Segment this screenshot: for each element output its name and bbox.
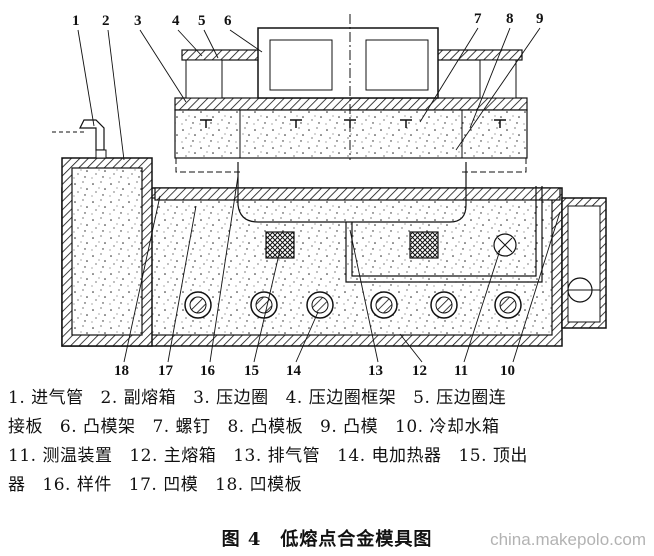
figure-caption: 图 4 低熔点合金模具图 [221, 529, 433, 550]
part-number-4: 4 [172, 13, 180, 29]
part-number-1: 1 [72, 13, 80, 29]
legend-line: 1. 进气管 2. 副熔箱 3. 压边圈 4. 压边圈框架 5. 压边圈连 [8, 384, 648, 413]
legend-item: 4. 压边圈框架 [285, 388, 397, 408]
legend-item: 6. 凸模架 [59, 417, 136, 437]
legend: 1. 进气管 2. 副熔箱 3. 压边圈 4. 压边圈框架 5. 压边圈连 接板… [8, 384, 648, 500]
legend-item: 12. 主熔箱 [129, 446, 217, 466]
legend-item: 器 [8, 475, 26, 495]
legend-item: 接板 [8, 417, 43, 437]
part-number-5: 5 [198, 13, 206, 29]
part-number-14: 14 [286, 363, 301, 379]
part-number-11: 11 [454, 363, 469, 379]
legend-item: 8. 凸模板 [227, 417, 304, 437]
legend-item: 17. 凹模 [128, 475, 199, 495]
part-number-18: 18 [114, 363, 129, 379]
cooling-water-tank [561, 197, 607, 329]
leader-lines [77, 27, 561, 363]
legend-item: 9. 凸模 [320, 417, 379, 437]
part-number-13: 13 [368, 363, 383, 379]
punch-plate-assembly [181, 14, 523, 160]
screws [200, 119, 506, 128]
legend-line: 11. 测温装置 12. 主熔箱 13. 排气管 14. 电加热器 15. 顶出 [8, 442, 648, 471]
part-number-7: 7 [474, 11, 482, 27]
legend-item: 13. 排气管 [233, 446, 321, 466]
blank-holder-frame [174, 97, 528, 159]
legend-item: 10. 冷却水箱 [395, 417, 500, 437]
part-number-17: 17 [158, 363, 173, 379]
punch-outline [175, 158, 527, 223]
part-number-6: 6 [224, 13, 232, 29]
ejectors [265, 231, 439, 259]
part-number-16: 16 [200, 363, 215, 379]
part-number-15: 15 [244, 363, 259, 379]
legend-line: 器 16. 样件 17. 凹模 18. 凹模板 [8, 471, 648, 500]
temperature-sensor [493, 233, 517, 257]
electric-heaters [184, 291, 522, 319]
mold-diagram [52, 14, 607, 363]
legend-item: 3. 压边圈 [193, 388, 269, 408]
intake-pipe [52, 119, 107, 159]
legend-line: 接板 6. 凸模架 7. 螺钉 8. 凸模板 9. 凸模 10. 冷却水箱 [8, 413, 648, 442]
watermark: china.makepolo.com [490, 530, 646, 549]
legend-item: 5. 压边圈连 [413, 388, 507, 408]
part-number-9: 9 [536, 11, 544, 27]
legend-item: 11. 测温装置 [8, 446, 113, 466]
part-number-12: 12 [412, 363, 427, 379]
part-number-2: 2 [102, 13, 110, 29]
legend-item: 18. 凹模板 [215, 475, 303, 495]
legend-item: 1. 进气管 [8, 388, 84, 408]
part-number-3: 3 [134, 13, 142, 29]
legend-item: 7. 螺钉 [152, 417, 211, 437]
exhaust-pipe [345, 186, 543, 283]
legend-item: 14. 电加热器 [337, 446, 442, 466]
die-plate [154, 187, 561, 201]
legend-item: 16. 样件 [42, 475, 112, 495]
legend-item: 2. 副熔箱 [100, 388, 177, 408]
part-number-10: 10 [500, 363, 515, 379]
auxiliary-melting-box [61, 157, 153, 347]
part-number-8: 8 [506, 11, 514, 27]
legend-item: 15. 顶出 [458, 446, 528, 466]
